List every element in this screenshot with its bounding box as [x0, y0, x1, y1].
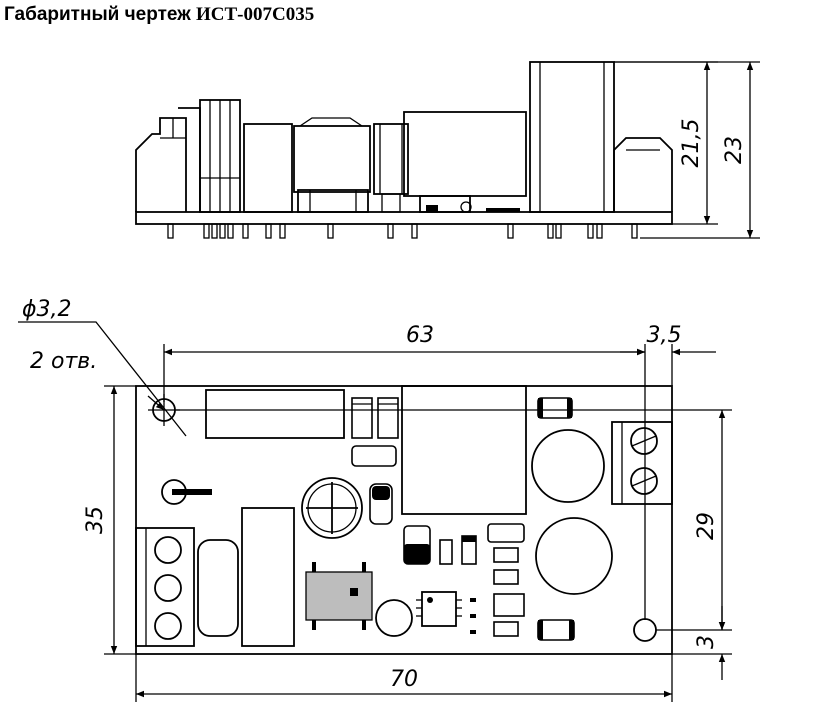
side-big-component: [529, 61, 615, 213]
top-choke: [197, 539, 239, 637]
dim-width-holes: 29: [694, 512, 719, 540]
dim-height-board: 21,5: [679, 119, 704, 168]
dim-edge-offset: 3,5: [647, 323, 682, 348]
dim-width-total: 35: [83, 506, 108, 534]
side-pcb: [135, 211, 673, 225]
side-electrolytic: [293, 125, 371, 193]
top-right-terminal: [611, 421, 673, 505]
dim-length-total: 70: [390, 667, 418, 692]
side-pins: [167, 223, 638, 239]
top-view: 63 3,5 ϕ3,2 2 отв. 35 29 3 70: [18, 297, 732, 702]
side-view: 21,5 23: [135, 61, 760, 239]
dim-hole-count: 2 отв.: [30, 349, 97, 374]
dim-length-holes: 63: [406, 323, 434, 348]
side-small-cap: [373, 123, 409, 195]
top-bridge-rectifier: [305, 571, 373, 621]
side-film-cap: [243, 123, 293, 213]
side-left-terminal: [135, 117, 187, 212]
top-capacitor-2: [535, 517, 613, 595]
top-film-cap: [241, 507, 295, 647]
top-resistor: [205, 389, 345, 439]
drawing-title: Габаритный чертеж ИСТ-007С035: [4, 4, 314, 26]
top-main-electrolytic: [301, 477, 363, 539]
dim-hole-edge: 3: [694, 635, 719, 649]
top-capacitor-1: [531, 429, 605, 503]
top-left-terminal: [135, 527, 195, 647]
dim-hole-diameter: ϕ3,2: [22, 297, 72, 322]
side-right-terminal: [613, 137, 673, 212]
top-transformer: [401, 385, 527, 515]
top-ic: [421, 591, 457, 627]
top-pcb-outline: [135, 385, 673, 655]
title-prefix: Габаритный чертеж: [4, 4, 191, 25]
hole-leader: [18, 321, 187, 437]
mounting-hole-bottom-right: [633, 618, 657, 642]
side-transformer: [403, 111, 527, 197]
dim-height-total: 23: [722, 136, 747, 164]
title-model: ИСТ-007С035: [195, 4, 315, 25]
